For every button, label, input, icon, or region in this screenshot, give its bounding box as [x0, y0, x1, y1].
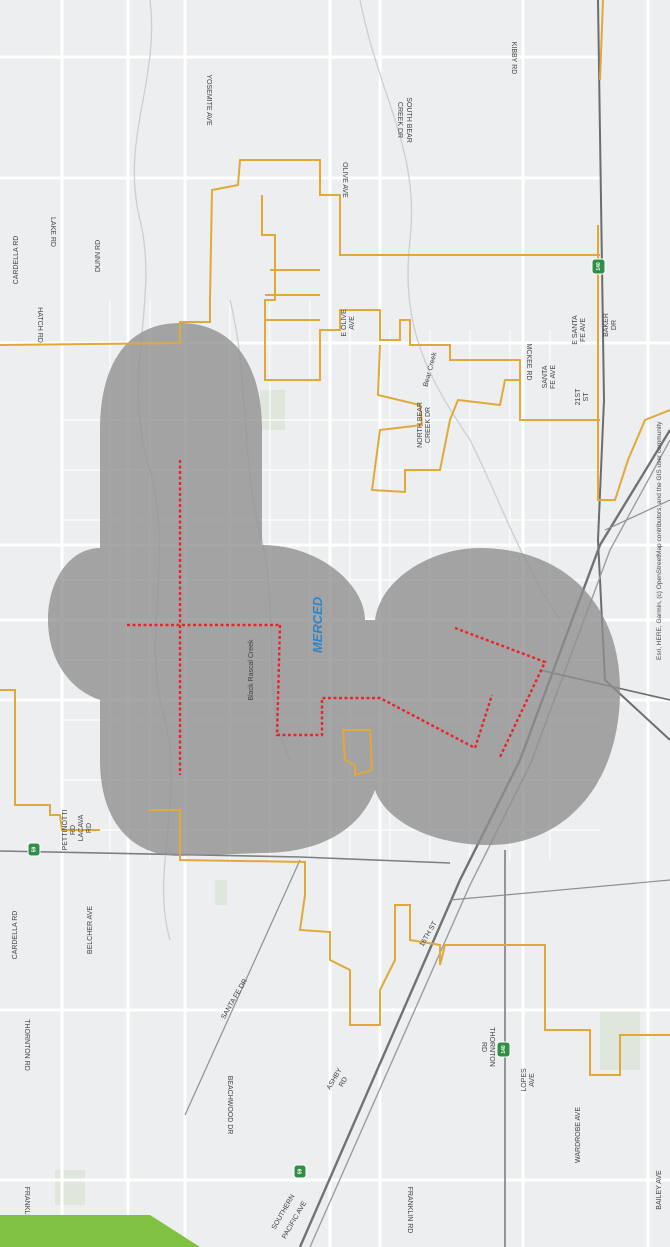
road-label-pettinotti-1: PETTINOTTI — [62, 810, 69, 851]
accent-shape — [0, 1215, 200, 1247]
map-attribution: Esri, HERE, Garmin, (c) OpenStreetMap co… — [656, 421, 663, 660]
road-label-north-bear-1: NORTH BEAR — [417, 402, 424, 448]
road-label-north-bear-2: CREEK DR — [425, 407, 432, 443]
road-label-hatch: HATCH RD — [36, 307, 43, 343]
road-label-baker-2: DR — [611, 320, 618, 330]
svg-text:59: 59 — [31, 847, 37, 853]
road-label-lake: LAKE RD — [49, 217, 56, 247]
road-label-franklin-right: FRANKLIN RD — [406, 1187, 413, 1234]
creek-label-black: Black Rascal Creek — [248, 639, 255, 701]
road-label-thornton-right-1: THORNTON — [488, 1027, 495, 1067]
road-label-lacava-2: RD — [86, 823, 93, 833]
road-label-e-olive-1: E OLIVE — [341, 309, 348, 337]
road-label-dunn: DUNN RD — [95, 240, 102, 272]
road-label-e-santa-2: FE AVE — [580, 318, 587, 342]
road-label-thornton-right-2: RD — [480, 1042, 487, 1052]
city-label-merced: MERCED — [310, 596, 325, 653]
buffer-zone — [48, 323, 620, 856]
route-lines — [127, 460, 547, 775]
road-label-cardella-bottom: CARDELLA RD — [12, 911, 19, 960]
road-label-wardrobe: WARDROBE AVE — [575, 1107, 582, 1163]
road-label-olive: OLIVE AVE — [341, 162, 348, 198]
road-label-pettinotti-2: RD — [70, 825, 77, 835]
hwy140-bottom-shield: 140 — [496, 1041, 511, 1058]
highway-shields: 59 140 140 59 — [27, 258, 606, 1179]
hwy140-top-shield: 140 — [591, 258, 606, 275]
city-limits — [0, 0, 670, 1076]
road-label-south-bear-1: SOUTH BEAR — [405, 97, 412, 143]
road-label-yosemite: YOSEMITE AVE — [205, 74, 212, 126]
road-label-cardella-top: CARDELLA RD — [13, 236, 20, 285]
road-label-south-bear-2: CREEK DR — [396, 102, 403, 138]
road-label-e-olive-2: AVE — [349, 316, 356, 330]
road-label-lopes-2: AVE — [529, 1073, 536, 1087]
svg-text:140: 140 — [501, 1045, 507, 1054]
road-label-lopes-1: LOPES — [521, 1068, 528, 1092]
svg-text:140: 140 — [596, 262, 602, 271]
road-label-21st-2: ST — [583, 392, 590, 402]
hwy59-bottom-shield: 59 — [293, 1164, 307, 1179]
road-label-beachwood: BEACHWOOD DR — [226, 1076, 233, 1135]
road-label-santa-fe-2: FE AVE — [550, 365, 557, 389]
road-label-belcher: BELCHER AVE — [87, 906, 94, 954]
road-label-e-santa-1: E SANTA — [572, 315, 579, 345]
road-label-lacava-1: LACAVA — [78, 814, 85, 841]
road-label-baker-1: BAKER — [603, 313, 610, 337]
hwy59-top-shield: 59 — [27, 842, 41, 857]
road-label-thornton-left: THORNTON RD — [23, 1019, 30, 1071]
road-label-mckee: MCKEE RD — [525, 344, 532, 381]
svg-text:59: 59 — [297, 1169, 303, 1175]
road-label-franklin-left: FRANKLIN RD — [23, 1187, 30, 1234]
road-label-ashby-2: RD — [338, 1076, 349, 1088]
road-label-bailey: BAILEY AVE — [656, 1170, 663, 1210]
road-label-santa-fe-1: SANTA — [542, 365, 549, 388]
road-label-21st-1: 21ST — [575, 388, 582, 405]
road-label-kibby: KIBBY RD — [510, 42, 517, 75]
